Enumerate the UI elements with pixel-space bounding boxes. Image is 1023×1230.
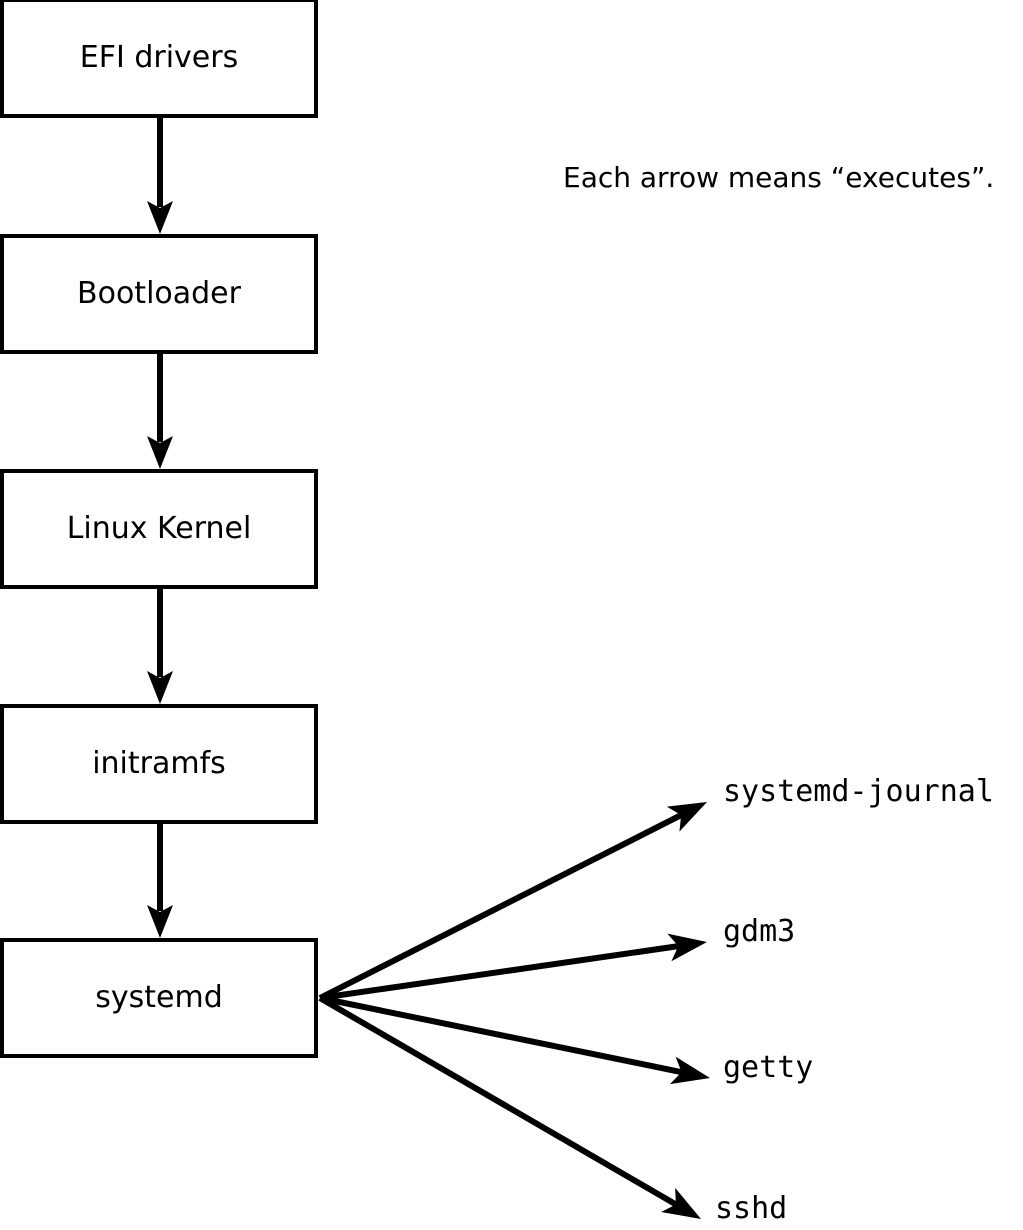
leaf-label-gdm3[interactable]: gdm3 xyxy=(723,914,796,949)
arrow-head-initramfs-to-systemd xyxy=(147,905,173,938)
node-label-initramfs: initramfs xyxy=(92,746,226,781)
arrow-head-efi-to-bootloader xyxy=(147,201,173,234)
fan-arrow-group xyxy=(318,802,710,1219)
node-initramfs[interactable]: initramfs xyxy=(0,704,318,824)
node-label-systemd: systemd xyxy=(95,980,223,1015)
arrow-shaft-systemd-journal xyxy=(318,812,683,1001)
node-bootloader[interactable]: Bootloader xyxy=(0,234,318,354)
arrow-head-bootloader-to-kernel xyxy=(147,436,173,469)
chain-arrow-group xyxy=(147,118,173,938)
leaf-label-sshd[interactable]: sshd xyxy=(715,1191,788,1226)
node-systemd[interactable]: systemd xyxy=(0,938,318,1058)
diagram-caption: Each arrow means “executes”. xyxy=(563,161,995,194)
arrow-head-sshd xyxy=(661,1187,701,1219)
node-label-linux-kernel: Linux Kernel xyxy=(66,511,252,546)
leaf-label-getty[interactable]: getty xyxy=(723,1050,814,1085)
node-efi-drivers[interactable]: EFI drivers xyxy=(0,0,318,118)
arrow-shaft-getty xyxy=(319,995,683,1076)
node-linux-kernel[interactable]: Linux Kernel xyxy=(0,469,318,589)
arrow-head-gdm3 xyxy=(667,933,707,962)
arrow-head-systemd-journal xyxy=(666,802,707,832)
node-label-bootloader: Bootloader xyxy=(77,276,241,311)
node-label-efi-drivers: EFI drivers xyxy=(79,40,239,75)
arrow-shaft-gdm3 xyxy=(319,943,679,1001)
arrow-shaft-sshd xyxy=(318,995,678,1208)
arrow-head-getty xyxy=(669,1056,710,1085)
arrow-head-kernel-to-initramfs xyxy=(147,671,173,704)
leaf-label-systemd-journal[interactable]: systemd-journal xyxy=(723,774,994,809)
